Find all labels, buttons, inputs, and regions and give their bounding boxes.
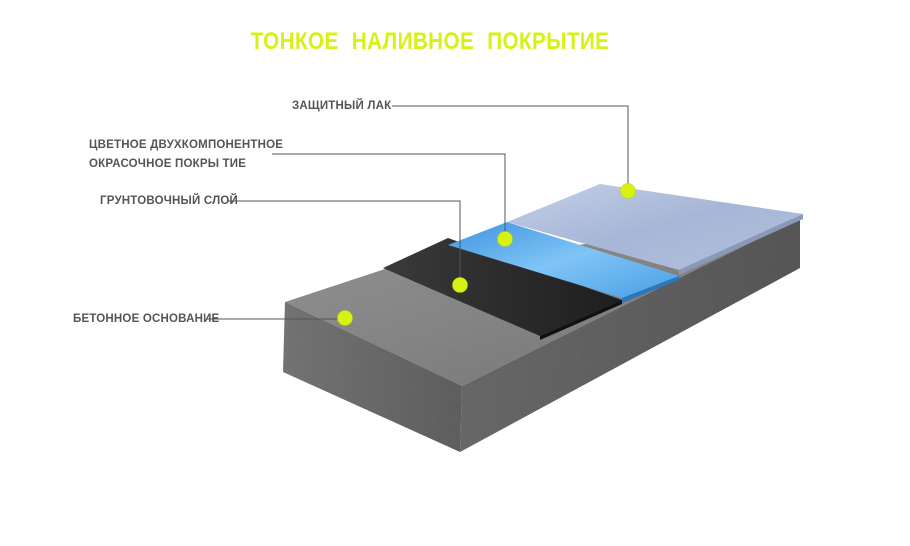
layer-markers: [337, 183, 636, 326]
diagram-title: ТОНКОЕ НАЛИВНОЕ ПОКРЫТИЕ: [250, 28, 610, 55]
primer-label: ГРУНТОВОЧНЫЙ СЛОЙ: [100, 195, 238, 207]
color-coat-label-line1: ЦВЕТНОЕ ДВУХКОМПОНЕНТНОЕ: [89, 139, 284, 151]
lacquer-leader-line: [392, 105, 629, 190]
concrete-label: БЕТОННОЕ ОСНОВАНИЕ: [73, 313, 220, 325]
color-coat-label-line2: ОКРАСОЧНОЕ ПОКРЫ ТИЕ: [89, 158, 247, 170]
primer-marker: [452, 277, 468, 293]
concrete-marker: [337, 310, 353, 326]
primer-leader-line: [228, 200, 461, 284]
primer-layer: [383, 238, 622, 336]
color-coat-leader-line: [272, 153, 506, 238]
lacquer-label: ЗАЩИТНЫЙ ЛАК: [292, 100, 392, 112]
color-coat-marker: [497, 231, 513, 247]
lacquer-marker: [620, 183, 636, 199]
leader-lines: [207, 105, 629, 320]
lacquer-layer: [507, 184, 803, 270]
